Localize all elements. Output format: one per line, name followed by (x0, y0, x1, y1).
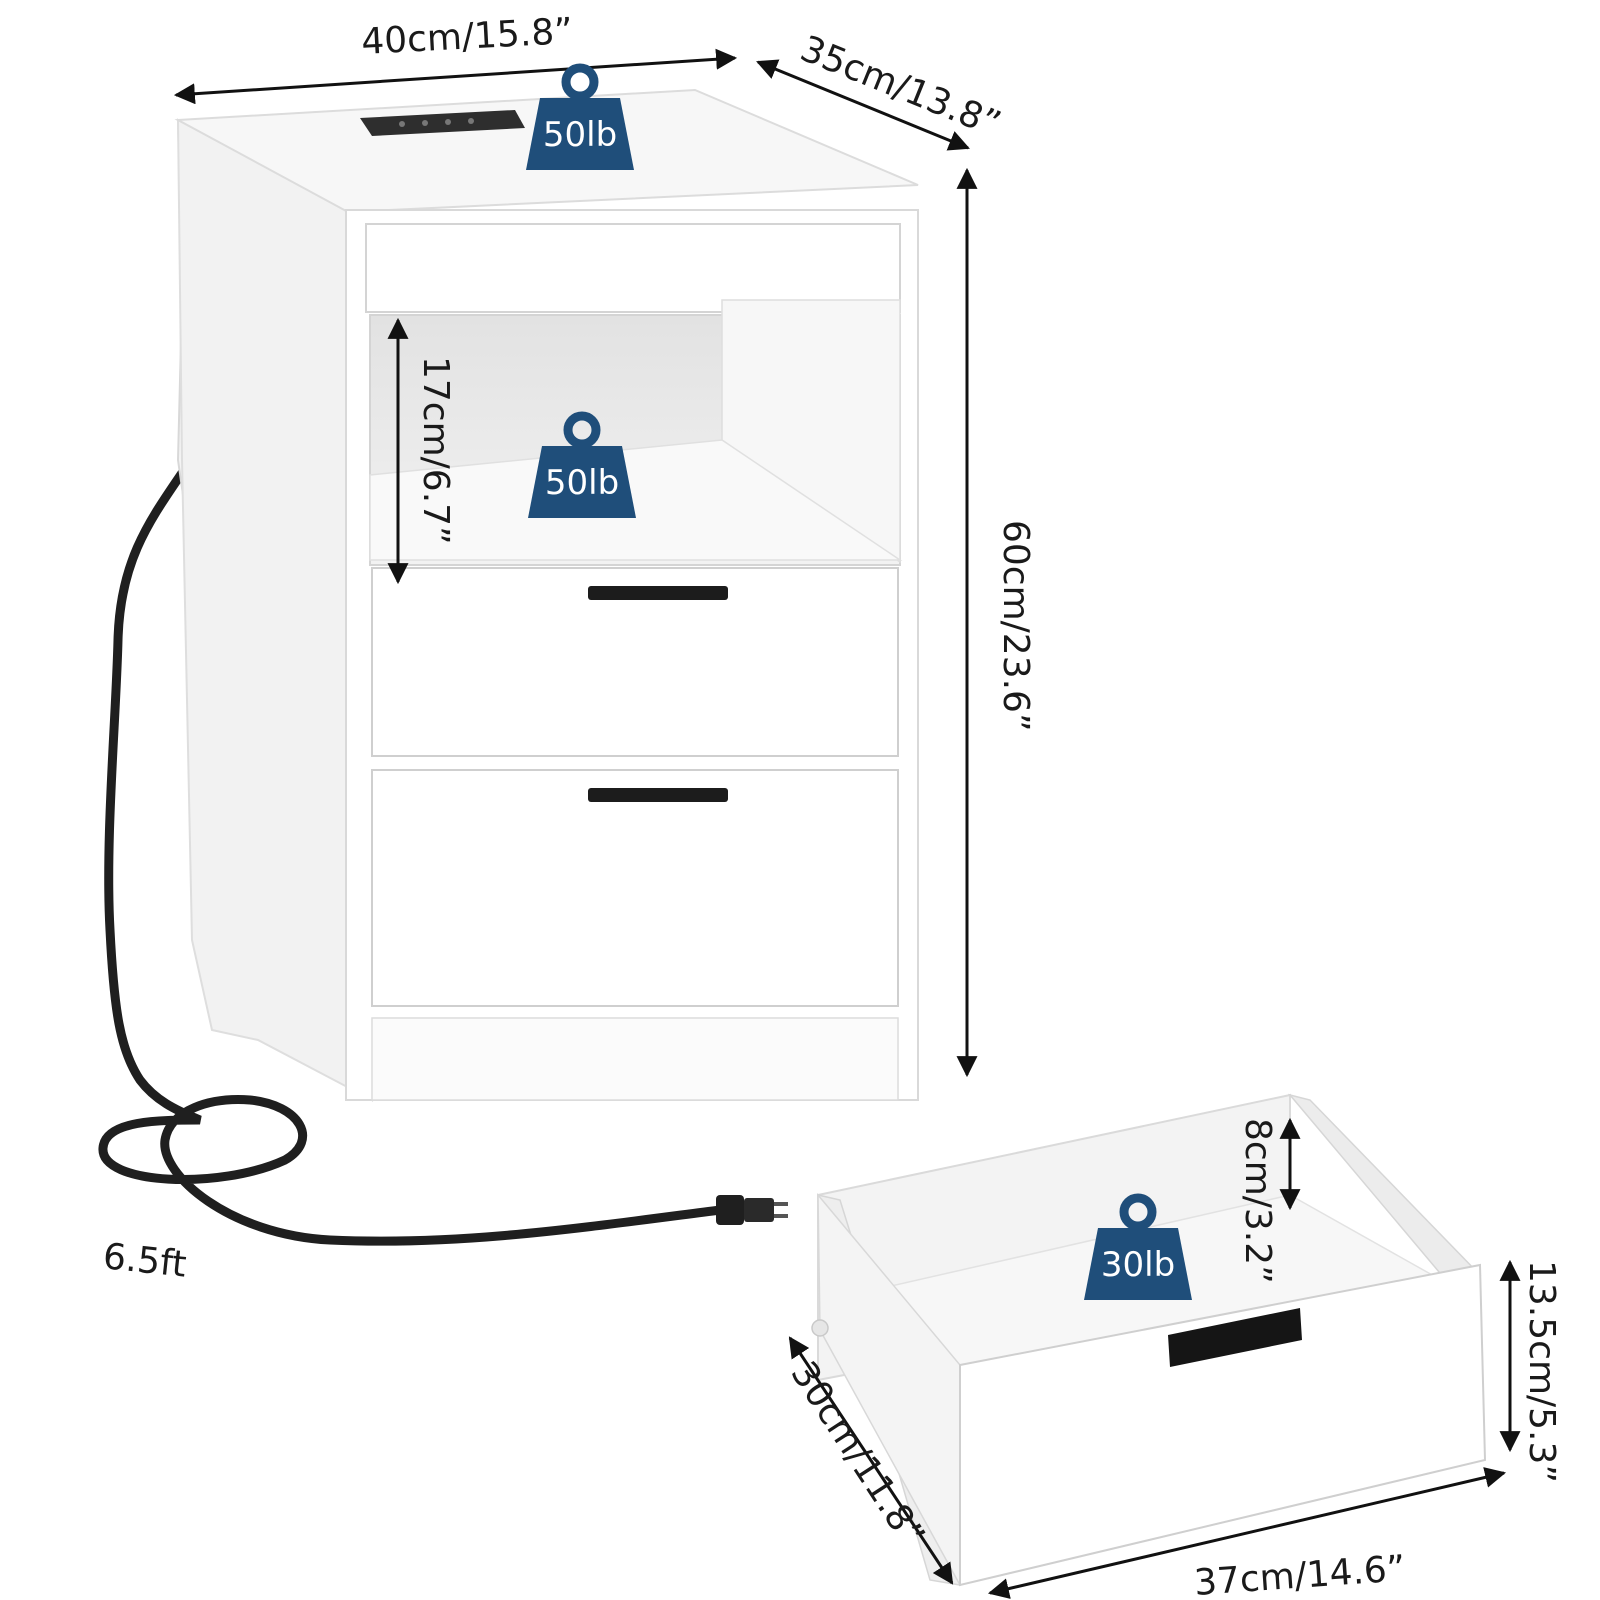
kettlebell-weight-icon (1084, 1193, 1192, 1300)
shelf-height-label: 17cm/6.7” (415, 356, 456, 545)
drawer-inner-height-label: 8cm/3.2” (1237, 1118, 1278, 1284)
height-label: 60cm/23.6” (995, 520, 1036, 732)
kettlebell-weight-icon (528, 411, 636, 518)
power-plug-icon (716, 1195, 788, 1225)
drawer-upper (371, 567, 899, 757)
depth-label: 35cm/13.8” (795, 28, 1007, 145)
drawer-width-label: 37cm/14.6” (1193, 1548, 1407, 1600)
weight-badge-shelf: 50lb (528, 411, 636, 518)
nightstand (174, 88, 919, 1102)
drawer-height-label: 13.5cm/5.3” (1521, 1260, 1562, 1483)
weight-badge-shelf-label: 50lb (545, 463, 619, 503)
width-dimension-line (173, 48, 738, 105)
width-label: 40cm/15.8” (360, 11, 573, 63)
weight-badge-drawer: 30lb (1084, 1193, 1192, 1300)
cord-length-label: 6.5ft (101, 1236, 188, 1285)
drawer-lower (371, 769, 899, 1007)
power-cord (98, 465, 725, 1246)
drawer-depth-dimension-line (788, 1336, 954, 1585)
nightstand-base (371, 1017, 899, 1101)
weight-badge-top: 50lb (526, 63, 634, 170)
kettlebell-weight-icon (526, 63, 634, 170)
depth-dimension-line (756, 59, 970, 151)
power-strip-icon (360, 110, 525, 136)
drawer-width-dimension-line (987, 1467, 1507, 1599)
drawer-handle (1168, 1308, 1302, 1367)
drawer-lower-handle (588, 788, 728, 802)
drawer-upper-handle (588, 586, 728, 600)
top-flip-panel (365, 223, 901, 313)
weight-badge-drawer-label: 30lb (1101, 1245, 1175, 1285)
weight-badge-top-label: 50lb (543, 115, 617, 155)
open-shelf (369, 299, 903, 566)
